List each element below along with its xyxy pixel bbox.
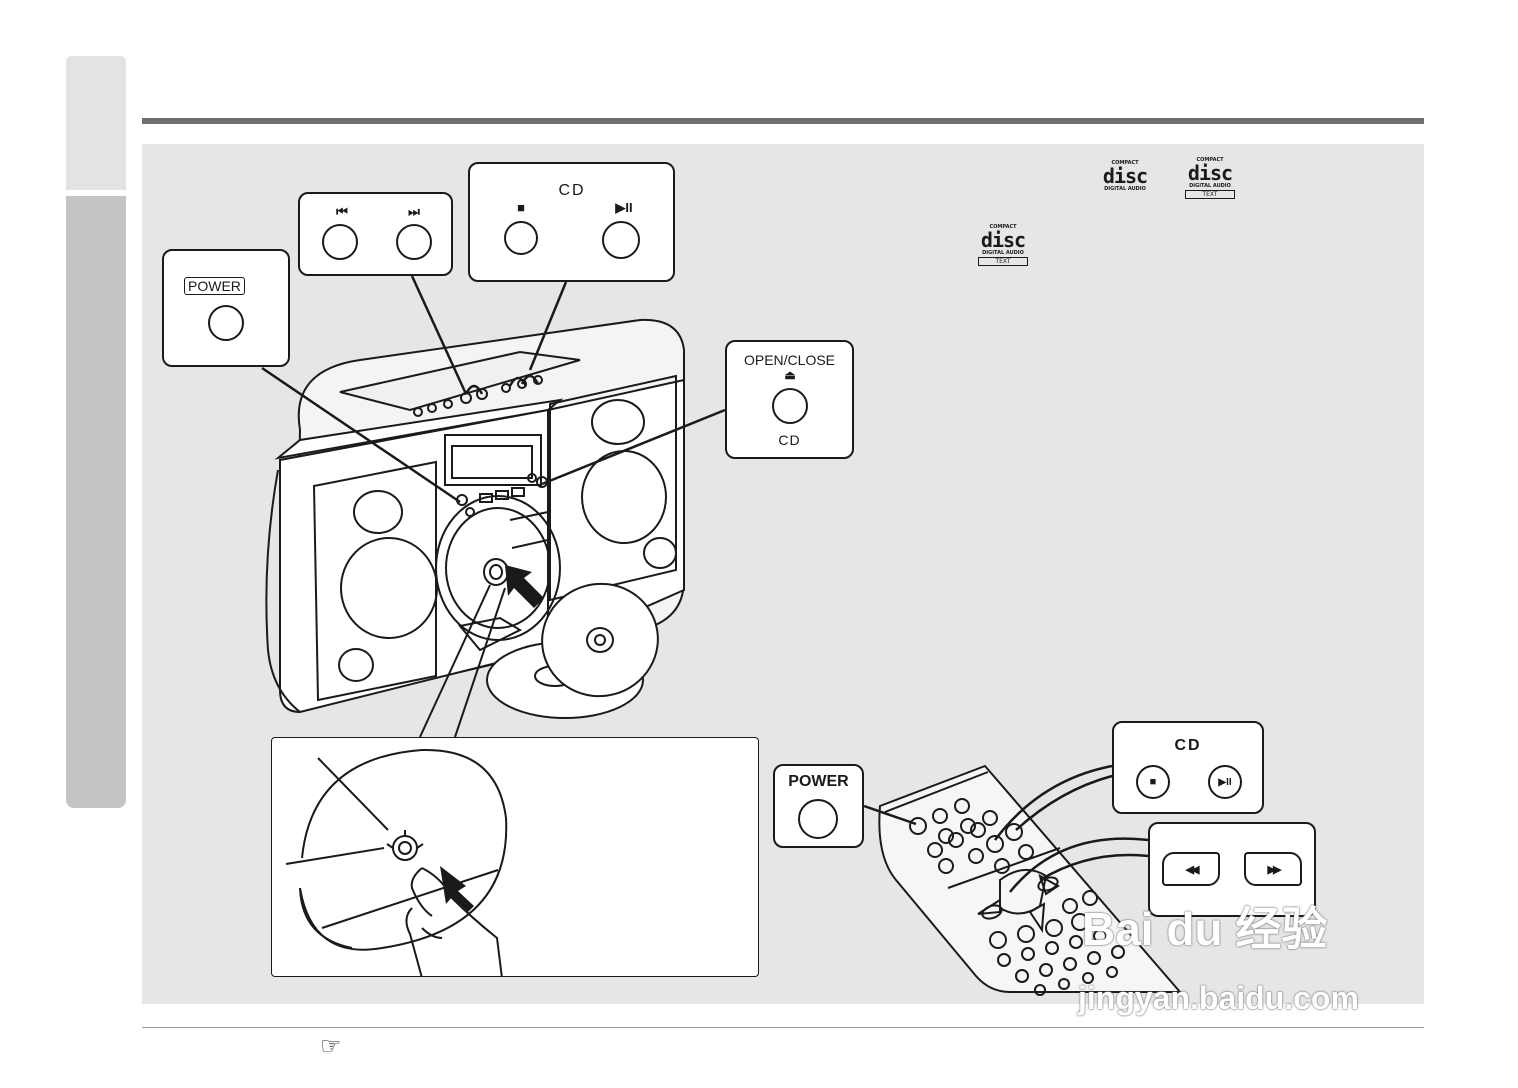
open-close-cd-label: CD	[778, 432, 801, 448]
remote-play-pause-icon: ▶II	[1218, 776, 1232, 788]
disc-removal-illustration	[285, 748, 508, 976]
skip-back-button[interactable]	[322, 224, 358, 260]
cd-callout: CD ■ ▶II	[468, 162, 675, 282]
watermark-url: jingyan.baidu.com	[1078, 980, 1359, 1016]
eject-icon: ⏏	[784, 368, 796, 382]
remote-cd-label: CD	[1174, 737, 1202, 754]
skip-forward-button[interactable]	[396, 224, 432, 260]
side-tab-bottom	[66, 196, 126, 808]
power-callout: POWER	[162, 249, 290, 367]
cd-text-logo: COMPACT disc DIGITAL AUDIO TEXT	[1185, 157, 1235, 199]
remote-skip-callout: ◀◀ ▶▶	[1148, 822, 1316, 917]
remote-stop-button[interactable]: ■	[1136, 765, 1170, 799]
remote-power-label: POWER	[788, 773, 849, 790]
power-button[interactable]	[208, 305, 244, 341]
remote-power-button[interactable]	[798, 799, 838, 839]
side-tab-top	[66, 56, 126, 190]
play-pause-icon: ▶II	[615, 200, 633, 215]
remote-skip-forward-icon: ▶▶	[1267, 863, 1282, 876]
remote-power-callout: POWER	[773, 764, 864, 848]
header-rule	[142, 118, 1424, 124]
remote-stop-icon: ■	[1149, 776, 1157, 788]
cd-text-logo-small: COMPACT disc DIGITAL AUDIO TEXT	[978, 224, 1028, 266]
remote-play-pause-button[interactable]: ▶II	[1208, 765, 1242, 799]
disc-removal-inset	[271, 737, 759, 977]
cd-label: CD	[558, 182, 586, 199]
open-close-button[interactable]	[772, 388, 808, 424]
watermark-brand: Bai du 经验	[1082, 903, 1328, 955]
open-close-label: OPEN/CLOSE	[743, 352, 836, 368]
open-close-callout: OPEN/CLOSE ⏏ CD	[725, 340, 854, 459]
stop-button[interactable]	[504, 221, 538, 255]
remote-cd-callout: CD ■ ▶II	[1112, 721, 1264, 814]
footer-rule	[142, 1027, 1424, 1028]
pointing-hand-icon: ☞	[320, 1033, 342, 1060]
skip-back-icon: ⏮	[336, 204, 348, 219]
cd-digital-audio-logo: COMPACT disc DIGITAL AUDIO	[1102, 160, 1148, 192]
skip-forward-icon: ⏭	[408, 204, 420, 219]
power-label: POWER	[184, 277, 245, 295]
skip-callout: ⏮ ⏭	[298, 192, 453, 276]
stop-icon: ■	[517, 200, 525, 215]
remote-skip-forward-button[interactable]: ▶▶	[1244, 852, 1302, 886]
remote-skip-back-icon: ◀◀	[1185, 863, 1200, 876]
play-pause-button[interactable]	[602, 221, 640, 259]
remote-skip-back-button[interactable]: ◀◀	[1162, 852, 1220, 886]
